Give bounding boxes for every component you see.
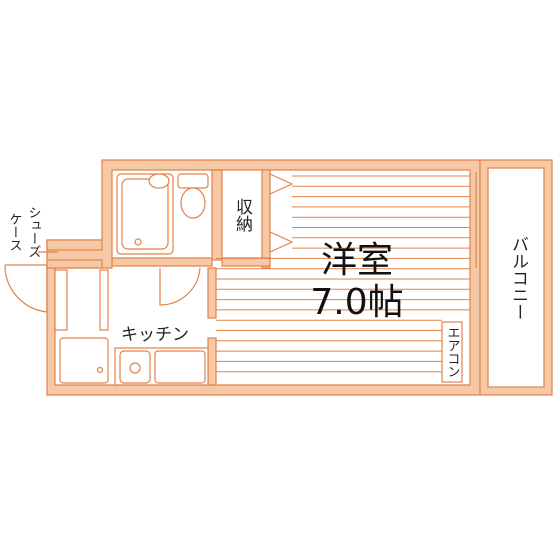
balcony-label: バルコニー [508,236,528,321]
wall-room-left [207,267,217,319]
kitchen-storage [59,337,109,384]
stove-burner [129,362,141,374]
shoe-case-label-1: シューズ [26,206,41,258]
room-flooring [216,175,470,373]
wall-bath-bottom [111,257,213,267]
balcony-inner [487,167,545,388]
wall-storage-room [261,169,271,269]
kitchen-post-left [54,269,68,331]
bathtub-inner [121,178,169,250]
wall-entrance-lower [46,259,103,269]
aircon-label: エアコン [445,326,460,378]
closet-door-upper [269,173,294,195]
washbasin [148,173,170,189]
room-door-swing [159,267,201,306]
wall-entrance-upper [46,239,103,251]
toilet-tank [177,173,209,189]
bathtub-drain [134,238,142,246]
kitchen-storage-drain [96,366,104,374]
storage-label: 収納 [232,198,253,233]
room-label: 洋室 [321,240,393,281]
toilet-bowl [180,187,206,219]
kitchen-post-right [99,269,109,331]
room-size-label: 7.0帖 [310,282,403,323]
wall-bath-storage [211,169,223,261]
entrance-door-swing [4,264,48,313]
wall-room-left-lower [207,337,217,386]
kitchen-label: キッチン [121,325,189,345]
kitchen-stove [154,350,206,384]
aircon-unit [441,321,463,383]
closet-door-lower [269,231,294,253]
wall-storage-bottom [221,257,271,267]
shoe-case-label-2: ケース [7,213,22,252]
